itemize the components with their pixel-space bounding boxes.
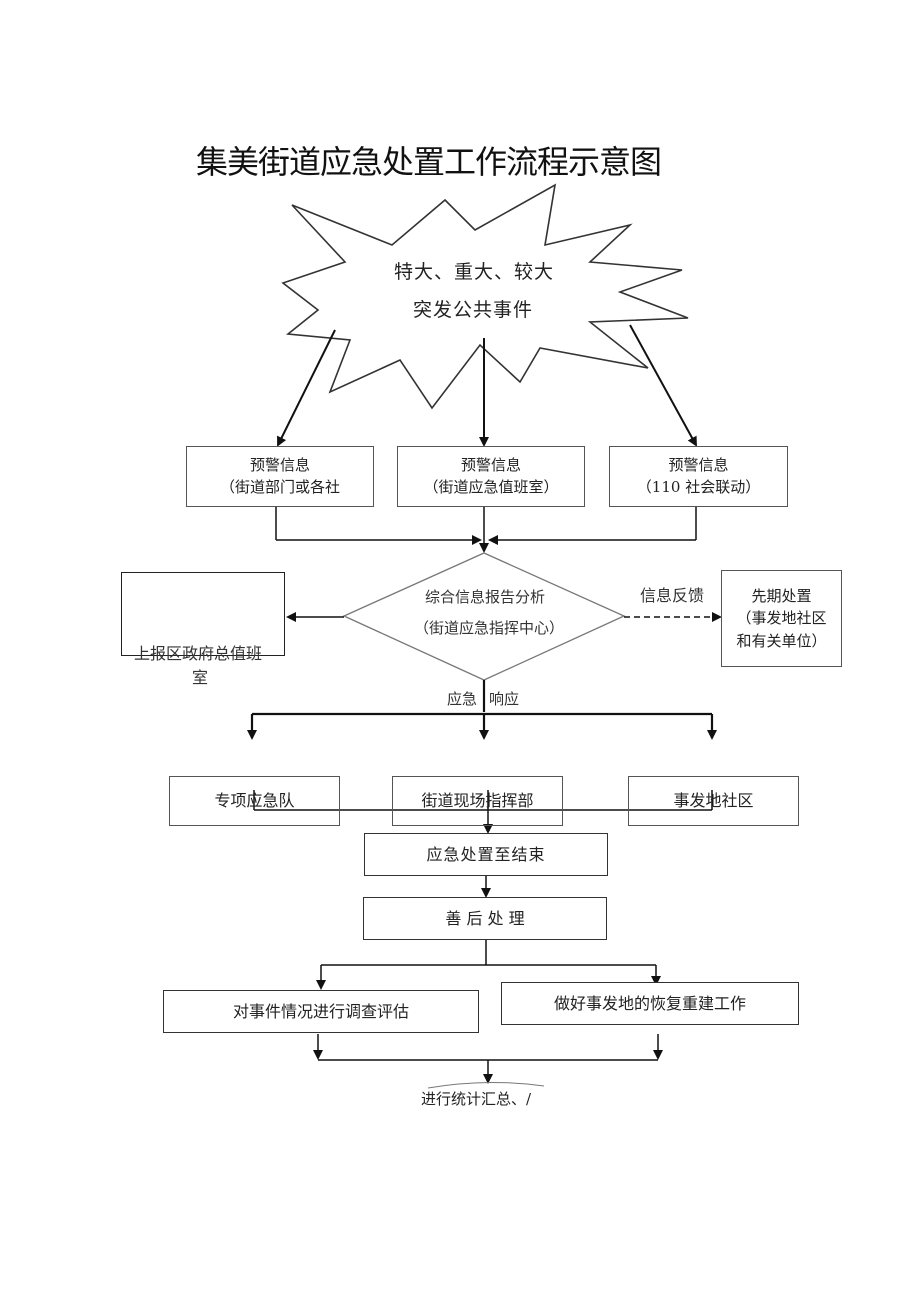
warning-box-110: 预警信息 （110 社会联动） bbox=[609, 446, 788, 507]
feedback-label: 信息反馈 bbox=[640, 586, 705, 605]
arrow-event-to-warning-3 bbox=[629, 324, 697, 447]
warning-title: 预警信息 bbox=[668, 455, 729, 474]
event-starburst bbox=[281, 183, 689, 410]
event-line-1: 特大、重大、较大 bbox=[394, 261, 555, 283]
arrow-event-to-warning-1 bbox=[277, 329, 336, 447]
warning-source: （110 社会联动） bbox=[636, 477, 761, 496]
responder-label: 事发地社区 bbox=[673, 791, 754, 811]
warning-source: （街道部门或各社 bbox=[219, 477, 340, 496]
responder-label: 街道现场指挥部 bbox=[421, 791, 534, 811]
report-line-2: 室 bbox=[192, 668, 209, 687]
evaluation-box: 对事件情况进行调查评估 bbox=[163, 990, 479, 1033]
report-box bbox=[121, 572, 285, 656]
page-title: 集美街道应急处置工作流程示意图 bbox=[196, 143, 662, 181]
initial-line-1: 先期处置 bbox=[751, 586, 812, 605]
center-line-2: （街道应急指挥中心） bbox=[414, 619, 565, 637]
response-label-left: 应急 bbox=[447, 690, 478, 708]
responder-box-field-command: 街道现场指挥部 bbox=[392, 776, 563, 826]
initial-handling-box: 先期处置 （事发地社区 和有关单位） bbox=[721, 570, 842, 667]
warning-source: （街道应急值班室） bbox=[423, 477, 559, 496]
aftermath-label: 善 后 处 理 bbox=[445, 908, 525, 928]
evaluation-label: 对事件情况进行调查评估 bbox=[232, 1001, 409, 1021]
reconstruction-box: 做好事发地的恢复重建工作 bbox=[501, 982, 799, 1025]
event-line-2: 突发公共事件 bbox=[413, 299, 534, 321]
reconstruction-label: 做好事发地的恢复重建工作 bbox=[553, 993, 746, 1013]
warning-title: 预警信息 bbox=[460, 455, 521, 474]
aftermath-box: 善 后 处 理 bbox=[363, 897, 607, 940]
warning-box-duty-room: 预警信息 （街道应急值班室） bbox=[397, 446, 585, 507]
summary-label: 进行统计汇总、/ bbox=[421, 1090, 532, 1108]
handling-until-end-label: 应急处置至结束 bbox=[426, 844, 546, 864]
warning-box-departments: 预警信息 （街道部门或各社 bbox=[186, 446, 374, 507]
warning-title: 预警信息 bbox=[249, 455, 310, 474]
response-label-right: 响应 bbox=[489, 690, 520, 708]
initial-line-2: （事发地社区 bbox=[736, 609, 827, 628]
center-line-1: 综合信息报告分析 bbox=[425, 588, 546, 606]
responder-box-community: 事发地社区 bbox=[628, 776, 799, 826]
handling-until-end-box: 应急处置至结束 bbox=[364, 833, 608, 876]
responder-label: 专项应急队 bbox=[214, 791, 295, 811]
report-line-1: 上报区政府总值班 bbox=[134, 644, 263, 663]
initial-line-3: 和有关单位） bbox=[736, 631, 827, 650]
responder-box-special-team: 专项应急队 bbox=[169, 776, 340, 826]
